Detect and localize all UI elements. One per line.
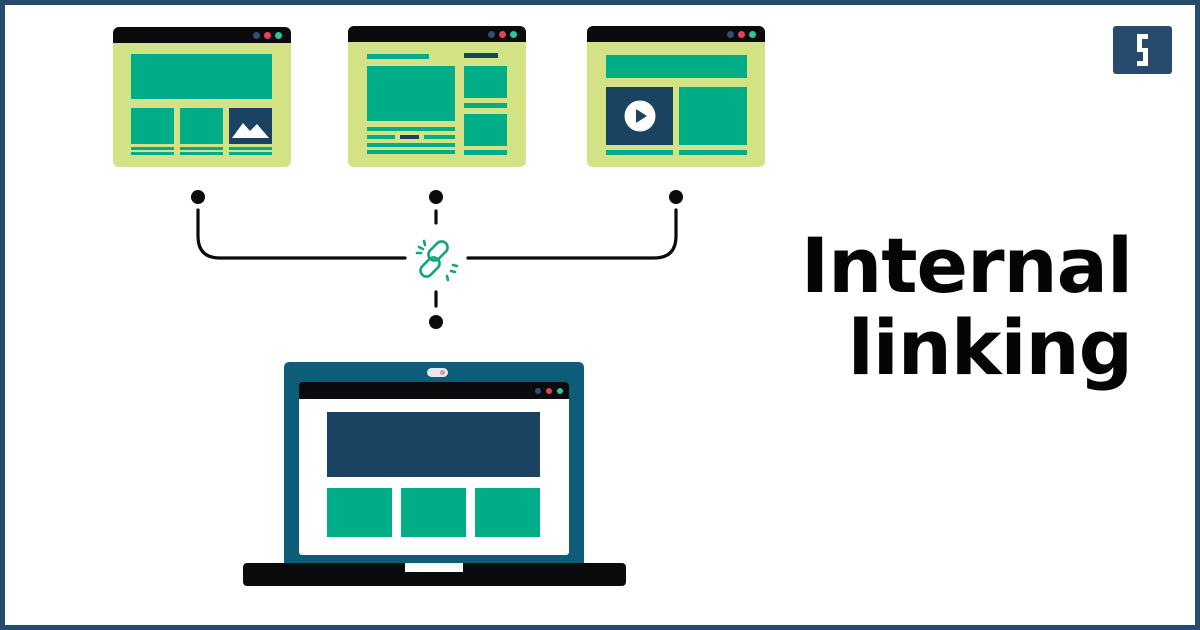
text-line [367, 143, 455, 147]
screen-titlebar [299, 382, 569, 399]
page-window-image [113, 27, 291, 167]
title-bar-block [367, 54, 429, 59]
logo-badge [1113, 26, 1172, 74]
laptop-base [243, 563, 626, 586]
text-line [229, 147, 272, 150]
headline-line-1: Internal [800, 221, 1133, 310]
window-dot-green [275, 32, 282, 39]
window-titlebar [587, 26, 765, 42]
laptop-screen [299, 382, 569, 555]
text-line [131, 147, 174, 150]
laptop [243, 362, 626, 586]
laptop-trackpad-notch [405, 563, 463, 572]
webcam-icon [427, 368, 448, 377]
content-block [180, 108, 223, 144]
window-titlebar [113, 27, 291, 43]
window-dot-blue [535, 388, 541, 394]
window-dot-red [738, 31, 745, 38]
text-line [180, 147, 223, 150]
text-line [180, 152, 223, 155]
hero-block [606, 55, 747, 78]
window-dot-blue [727, 31, 734, 38]
screen-card-block [327, 488, 392, 537]
sidebar-line [464, 103, 507, 108]
sidebar-title-block [464, 53, 498, 58]
screen-card-block [401, 488, 466, 537]
window-dot-red [264, 32, 271, 39]
text-line [131, 152, 174, 155]
content-block [679, 87, 747, 145]
screen-hero-block [327, 412, 540, 477]
inline-link-block [400, 135, 419, 139]
hero-block [131, 54, 272, 99]
logo-s-icon [1137, 34, 1148, 66]
link-icon [415, 239, 459, 282]
text-line [424, 135, 455, 139]
article-image-block [367, 66, 455, 121]
screen-card-block [475, 488, 540, 537]
image-icon [229, 123, 272, 144]
window-titlebar [348, 26, 526, 42]
text-line [367, 150, 455, 154]
text-line [229, 152, 272, 155]
text-line [367, 127, 455, 131]
text-line [606, 150, 673, 155]
window-dot-green [557, 388, 563, 394]
page-window-article [348, 26, 526, 167]
headline-line-2: linking [847, 303, 1133, 392]
window-dot-blue [253, 32, 260, 39]
play-icon [624, 100, 656, 132]
sidebar-block [464, 66, 507, 98]
window-dot-red [546, 388, 552, 394]
page-window-video [587, 26, 765, 167]
video-block [606, 87, 673, 145]
sidebar-block [464, 114, 507, 146]
window-dot-green [510, 31, 517, 38]
content-block [131, 108, 174, 144]
sidebar-line [464, 150, 507, 155]
text-line [679, 150, 747, 155]
window-dot-red [499, 31, 506, 38]
text-line [367, 135, 395, 139]
window-dot-blue [488, 31, 495, 38]
image-block [229, 108, 272, 144]
window-dot-green [749, 31, 756, 38]
